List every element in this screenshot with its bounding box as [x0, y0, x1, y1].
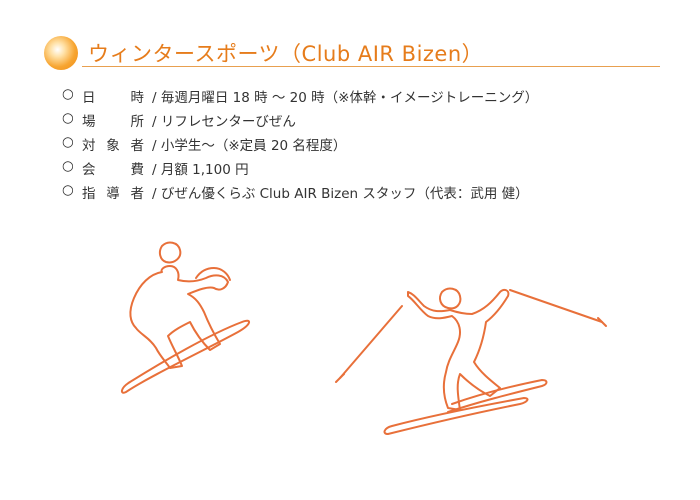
detail-value: / 毎週月曜日 18 時 ～ 20 時（※体幹・イメージトレーニング）: [152, 90, 539, 106]
detail-row-schedule: ○ 日 時 / 毎週月曜日 18 時 ～ 20 時（※体幹・イメージトレーニング…: [62, 86, 682, 110]
details-list: ○ 日 時 / 毎週月曜日 18 時 ～ 20 時（※体幹・イメージトレーニング…: [62, 86, 682, 206]
orange-orb-icon: [44, 36, 78, 70]
detail-row-instructor: ○ 指 導 者 / びぜん優くらぶ Club AIR Bizen スタッフ（代表…: [62, 182, 682, 206]
bullet-circle-icon: ○: [62, 158, 74, 174]
detail-label: 場 所: [82, 114, 144, 130]
detail-row-target: ○ 対 象 者 / 小学生～（※定員 20 名程度）: [62, 134, 682, 158]
title-underline: [82, 66, 660, 67]
detail-label: 対 象 者: [82, 138, 144, 154]
detail-row-fee: ○ 会 費 / 月額 1,100 円: [62, 158, 682, 182]
detail-row-location: ○ 場 所 / リフレセンターびぜん: [62, 110, 682, 134]
bullet-circle-icon: ○: [62, 86, 74, 102]
detail-value: / リフレセンターびぜん: [152, 114, 296, 130]
section-title: ウィンタースポーツ（Club AIR Bizen）: [88, 42, 484, 66]
snowboarder-icon: [120, 241, 250, 394]
detail-label: 会 費: [82, 162, 144, 178]
detail-value: / 小学生～（※定員 20 名程度）: [152, 138, 347, 154]
detail-label: 指 導 者: [82, 186, 144, 202]
detail-label: 日 時: [82, 90, 144, 106]
detail-value: / 月額 1,100 円: [152, 162, 249, 178]
bullet-circle-icon: ○: [62, 110, 74, 126]
section-header: ウィンタースポーツ（Club AIR Bizen）: [44, 34, 660, 74]
detail-value: / びぜん優くらぶ Club AIR Bizen スタッフ（代表：武用 健）: [152, 186, 529, 202]
bullet-circle-icon: ○: [62, 182, 74, 198]
bullet-circle-icon: ○: [62, 134, 74, 150]
skier-icon: [335, 287, 607, 435]
